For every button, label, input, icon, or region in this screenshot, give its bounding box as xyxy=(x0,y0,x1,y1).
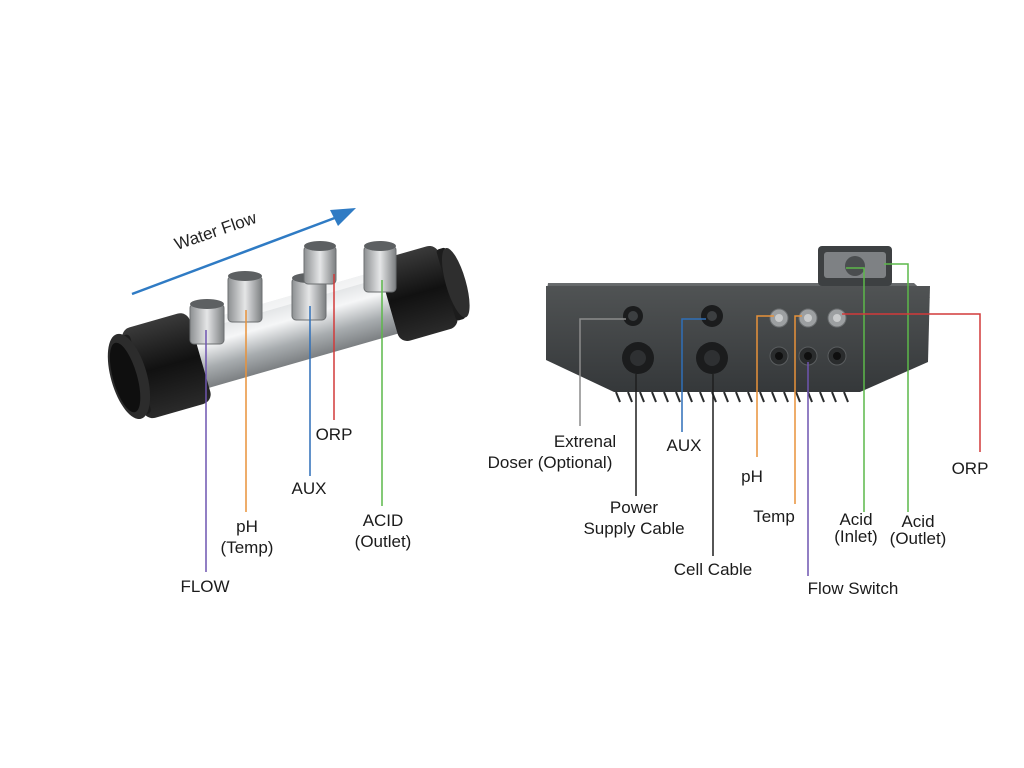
flow-cell-illustration xyxy=(99,235,479,427)
label-acid-outlet-line2: (Outlet) xyxy=(890,528,947,549)
label-acid-line2: (Outlet) xyxy=(355,531,412,552)
label-aux-left: AUX xyxy=(292,478,327,499)
label-aux-right: AUX xyxy=(667,435,702,456)
label-power-supply: Power Supply Cable xyxy=(583,497,684,539)
label-ph-right-text: pH xyxy=(741,466,763,487)
controller-illustration xyxy=(546,246,930,402)
label-aux-left-text: AUX xyxy=(292,478,327,499)
label-power-line2: Supply Cable xyxy=(583,518,684,539)
connector-cell-cable xyxy=(696,342,728,374)
port-flow xyxy=(190,299,224,344)
connector-aux xyxy=(701,305,723,327)
label-external-doser: Extrenal Doser (Optional) xyxy=(484,431,616,473)
label-acid-inlet-line2: (Inlet) xyxy=(834,526,877,547)
label-ph-right: pH xyxy=(741,466,763,487)
label-cell-cable-text: Cell Cable xyxy=(674,559,752,580)
port-row-top xyxy=(770,309,846,327)
label-flow-text: FLOW xyxy=(180,576,229,597)
label-orp-left: ORP xyxy=(316,424,353,445)
label-temp: Temp xyxy=(753,506,795,527)
label-temp-text: Temp xyxy=(753,506,795,527)
label-doser-line1: Extrenal xyxy=(484,431,616,452)
label-acid-outlet-left: ACID (Outlet) xyxy=(355,510,412,552)
label-acid-outlet-right: Acid (Outlet) xyxy=(890,511,947,549)
label-power-line1: Power xyxy=(583,497,684,518)
label-orp-right-text: ORP xyxy=(952,458,989,479)
label-cell-cable: Cell Cable xyxy=(674,559,752,580)
label-acid-inlet: Acid (Inlet) xyxy=(834,509,877,547)
label-flow: FLOW xyxy=(180,576,229,597)
label-acid-line1: ACID xyxy=(355,510,412,531)
label-aux-right-text: AUX xyxy=(667,435,702,456)
label-orp-right: ORP xyxy=(952,458,989,479)
label-ph-line2: (Temp) xyxy=(221,537,274,558)
port-ph xyxy=(228,271,262,322)
label-ph-temp: pH (Temp) xyxy=(221,516,274,558)
label-orp-left-text: ORP xyxy=(316,424,353,445)
label-ph-line1: pH xyxy=(221,516,274,537)
label-flow-switch: Flow Switch xyxy=(808,578,899,599)
port-orp xyxy=(304,241,336,284)
heatsink-fins xyxy=(616,392,848,402)
port-acid-outlet xyxy=(364,241,396,292)
label-doser-line2: Doser (Optional) xyxy=(484,452,616,473)
acid-pump-module xyxy=(818,246,892,286)
label-flow-switch-text: Flow Switch xyxy=(808,578,899,599)
connector-power xyxy=(622,342,654,374)
connector-doser xyxy=(623,306,643,326)
